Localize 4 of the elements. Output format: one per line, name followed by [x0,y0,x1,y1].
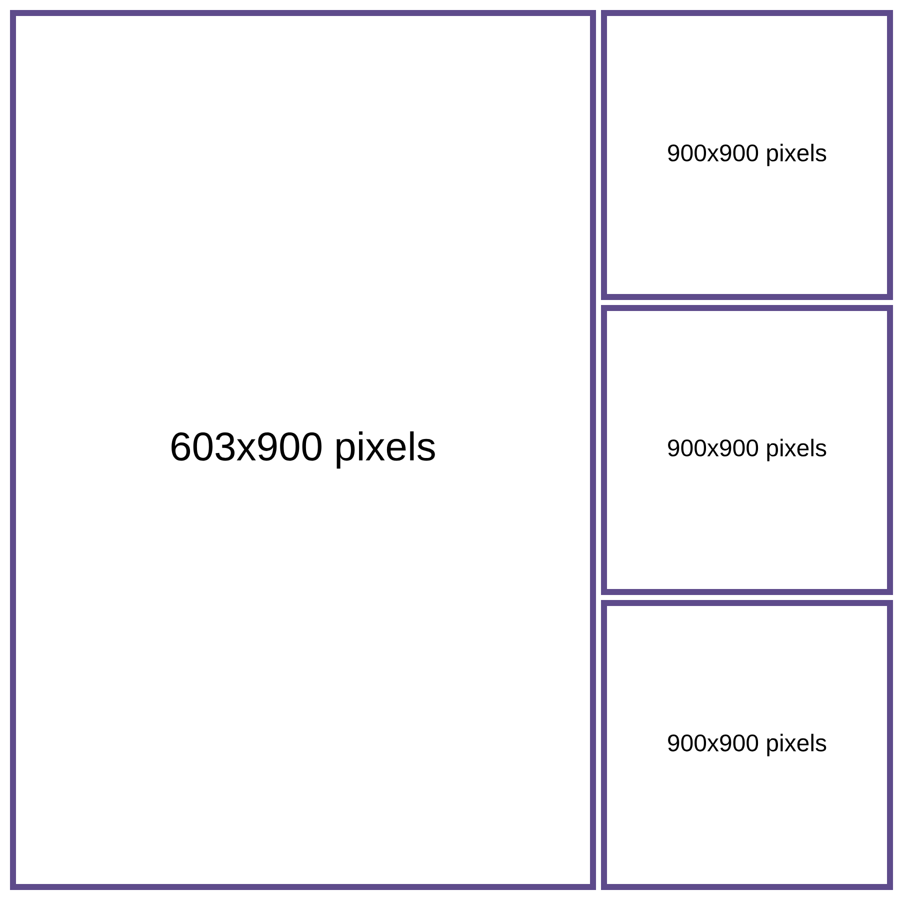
image-frame: 900x900 pixels [601,600,893,890]
image-frame: 900x900 pixels [601,10,893,300]
image-frame: 900x900 pixels [601,305,893,595]
image-frame: 603x900 pixels [10,10,596,890]
